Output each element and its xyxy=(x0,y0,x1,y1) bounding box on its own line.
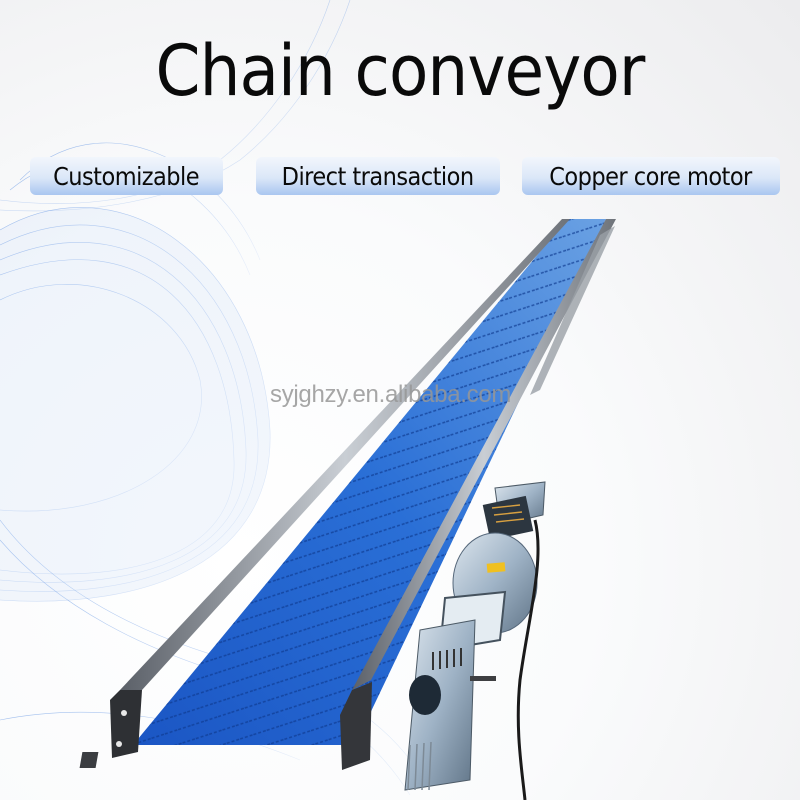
watermark: syjghzy.en.alibaba.com xyxy=(270,381,512,408)
conveyor-belt xyxy=(133,219,606,745)
feature-badge-label: Copper core motor xyxy=(549,161,753,191)
feature-badge-customizable: Customizable xyxy=(30,157,223,195)
feature-badge-copper-core-motor: Copper core motor xyxy=(522,157,780,195)
feature-badge-direct-transaction: Direct transaction xyxy=(256,157,500,195)
right-frame-rail xyxy=(79,219,616,770)
gear-motor xyxy=(404,481,546,800)
feature-badge-label: Customizable xyxy=(53,161,200,191)
page-title: Chain conveyor xyxy=(155,30,646,112)
feature-badge-label: Direct transaction xyxy=(282,161,474,191)
left-frame-rail xyxy=(110,219,570,758)
